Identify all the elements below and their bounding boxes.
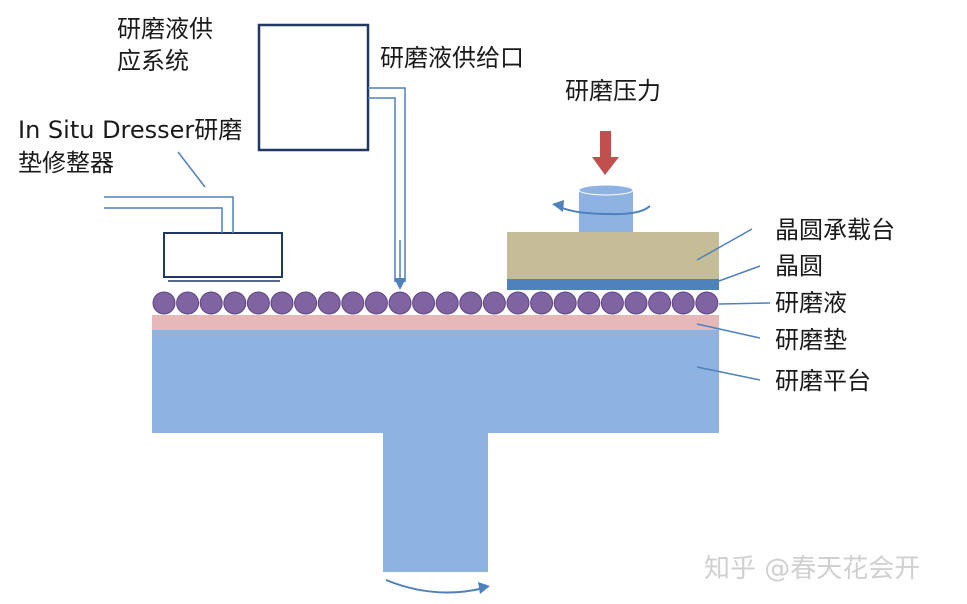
slurry-particle (671, 291, 695, 315)
head-rotation-arrow (559, 205, 651, 216)
label-slurry-outlet: 研磨液供给口 (380, 44, 524, 72)
slurry-particle (223, 291, 247, 315)
slurry-particle (577, 291, 601, 315)
platen-leader (696, 366, 761, 381)
carrier-leader (696, 228, 753, 261)
slurry-particle (624, 291, 648, 315)
slurry-particle (270, 291, 294, 315)
slurry-particle (695, 291, 719, 315)
slurry-particle (435, 291, 459, 315)
platen-shaft (383, 430, 488, 572)
label-polish-pressure: 研磨压力 (565, 77, 661, 105)
label-pad: 研磨垫 (775, 326, 847, 354)
polishing-platen (152, 330, 719, 433)
slurry-particle (412, 291, 436, 315)
slurry-leader (718, 302, 771, 305)
slurry-particle (176, 291, 200, 315)
label-slurry-supply-system-line1: 研磨液供 (117, 15, 213, 43)
slurry-particle (388, 291, 412, 315)
wafer (507, 279, 719, 290)
platen-rotation-arrowhead (478, 582, 490, 594)
pressure-arrow-head (592, 157, 619, 175)
head-rotation-arrowhead (552, 200, 564, 212)
label-dresser-line2: 垫修整器 (18, 149, 114, 177)
slurry-particle (199, 291, 223, 315)
wafer-carrier (507, 232, 719, 279)
slurry-particles (152, 291, 719, 315)
dresser-body (163, 232, 283, 278)
label-wafer: 晶圆 (775, 252, 823, 280)
label-wafer-carrier: 晶圆承载台 (775, 216, 895, 244)
slurry-particle (530, 291, 554, 315)
slurry-particle (506, 291, 530, 315)
slurry-particle (482, 291, 506, 315)
slurry-supply-pipe-inner (368, 97, 396, 282)
label-dresser-line1: In Situ Dresser研磨 (18, 116, 243, 144)
carrier-head (579, 190, 633, 232)
watermark: 知乎 @春天花会开 (704, 554, 921, 584)
pad-leader (696, 323, 761, 339)
label-platen: 研磨平台 (775, 367, 871, 395)
slurry-supply-box (257, 23, 370, 152)
dresser-arm-outer (104, 196, 234, 233)
slurry-particle (341, 291, 365, 315)
wafer-leader (718, 265, 761, 282)
slurry-particle (152, 291, 176, 315)
platen-rotation-arrow (385, 579, 485, 594)
carrier-head-top (578, 184, 634, 196)
slurry-flow-arrowhead (394, 278, 406, 290)
label-slurry: 研磨液 (775, 289, 847, 317)
slurry-particle (364, 291, 388, 315)
dresser-arm-inner (104, 207, 223, 233)
slurry-particle (459, 291, 483, 315)
dresser-leader (177, 151, 206, 188)
slurry-particle (648, 291, 672, 315)
slurry-supply-pipe (368, 87, 406, 282)
slurry-particle (294, 291, 318, 315)
pressure-arrow-shaft (600, 131, 611, 161)
slurry-particle (317, 291, 341, 315)
polishing-pad (152, 315, 719, 330)
slurry-particle (553, 291, 577, 315)
slurry-particle (600, 291, 624, 315)
label-slurry-supply-system-line2: 应系统 (117, 47, 189, 75)
slurry-particle (246, 291, 270, 315)
